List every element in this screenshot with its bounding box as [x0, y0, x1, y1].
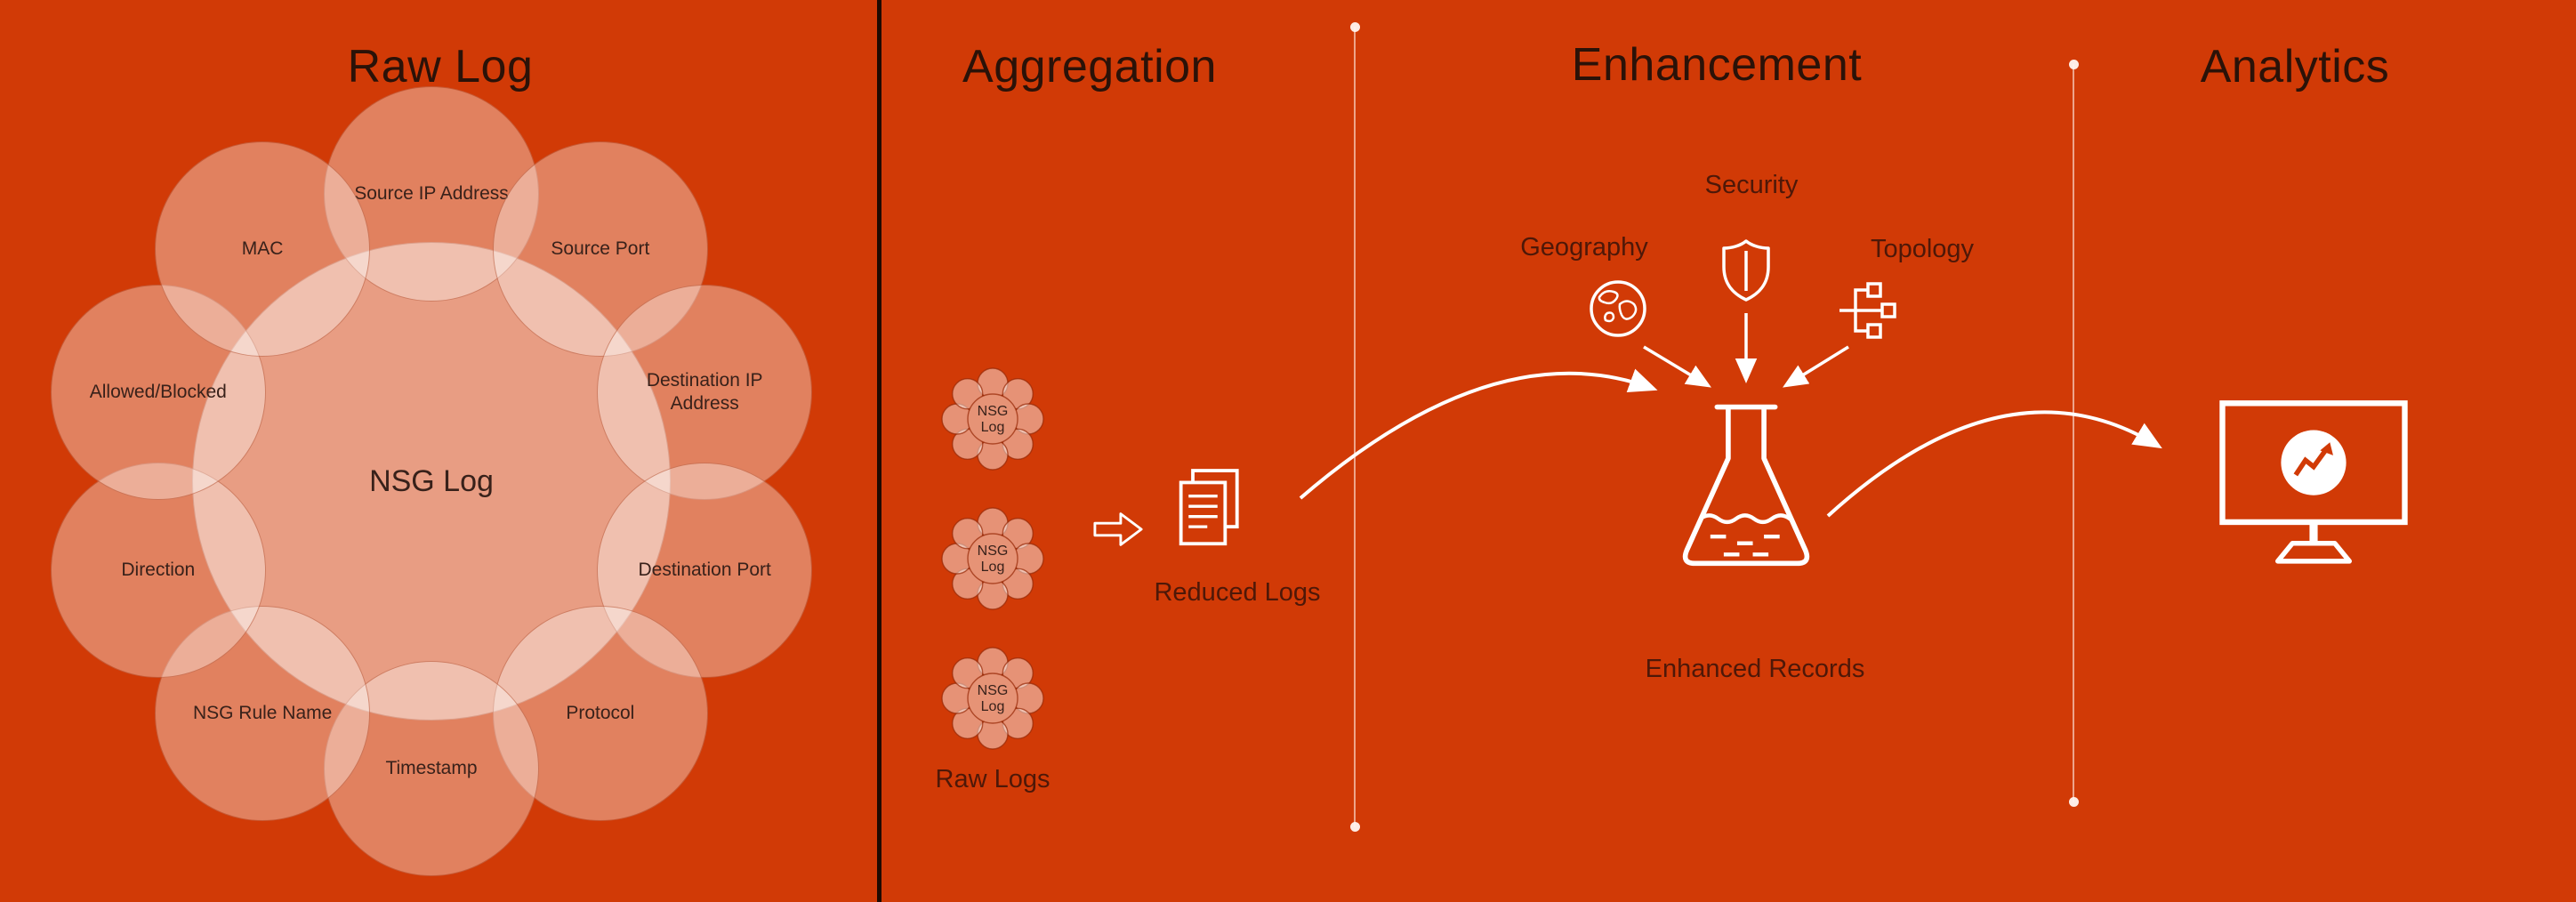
monitor-chart-icon — [2219, 400, 2408, 564]
nsg-log-center-label: NSG Log — [369, 463, 494, 498]
raw-log-field-label: Direction — [121, 559, 196, 580]
geography-label: Geography — [1520, 233, 1648, 262]
topology-label: Topology — [1870, 235, 1975, 263]
raw-log-field-circle: Allowed/Blocked — [50, 285, 266, 501]
cluster-center-circle — [967, 533, 1018, 584]
section-title-aggregation: Aggregation — [962, 40, 1217, 93]
raw-log-field-label: Timestamp — [385, 757, 478, 778]
divider-raw-aggregation — [877, 0, 881, 902]
section-title-analytics: Analytics — [2200, 40, 2390, 93]
cluster-center-circle — [967, 672, 1018, 724]
right-block-arrow-icon — [1093, 512, 1143, 546]
documents-icon — [1179, 469, 1239, 546]
raw-log-field-circle: MAC — [155, 141, 371, 357]
raw-log-field-label: Destination Port — [638, 559, 771, 580]
security-label: Security — [1704, 171, 1799, 199]
raw-log-field-label: Source IP Address — [354, 182, 509, 204]
cluster-center-circle — [967, 393, 1018, 445]
raw-logs-label: Raw Logs — [935, 765, 1051, 793]
raw-log-field-label: Source Port — [551, 238, 650, 259]
shield-icon — [1722, 239, 1770, 302]
section-title-raw-log: Raw Log — [347, 40, 534, 93]
raw-log-field-label: Allowed/Blocked — [89, 382, 227, 403]
network-nodes-icon — [1839, 282, 1896, 339]
raw-log-field-label: Protocol — [566, 703, 635, 724]
flask-icon — [1682, 404, 1810, 567]
raw-log-field-label: NSG Rule Name — [192, 703, 333, 724]
raw-log-field-label: MAC — [241, 238, 284, 259]
raw-log-field-label: Destination IP Address — [646, 369, 763, 415]
enhanced-records-label: Enhanced Records — [1645, 655, 1865, 683]
section-title-enhancement: Enhancement — [1571, 38, 1863, 91]
reduced-logs-label: Reduced Logs — [1154, 578, 1321, 607]
globe-icon — [1590, 280, 1646, 337]
